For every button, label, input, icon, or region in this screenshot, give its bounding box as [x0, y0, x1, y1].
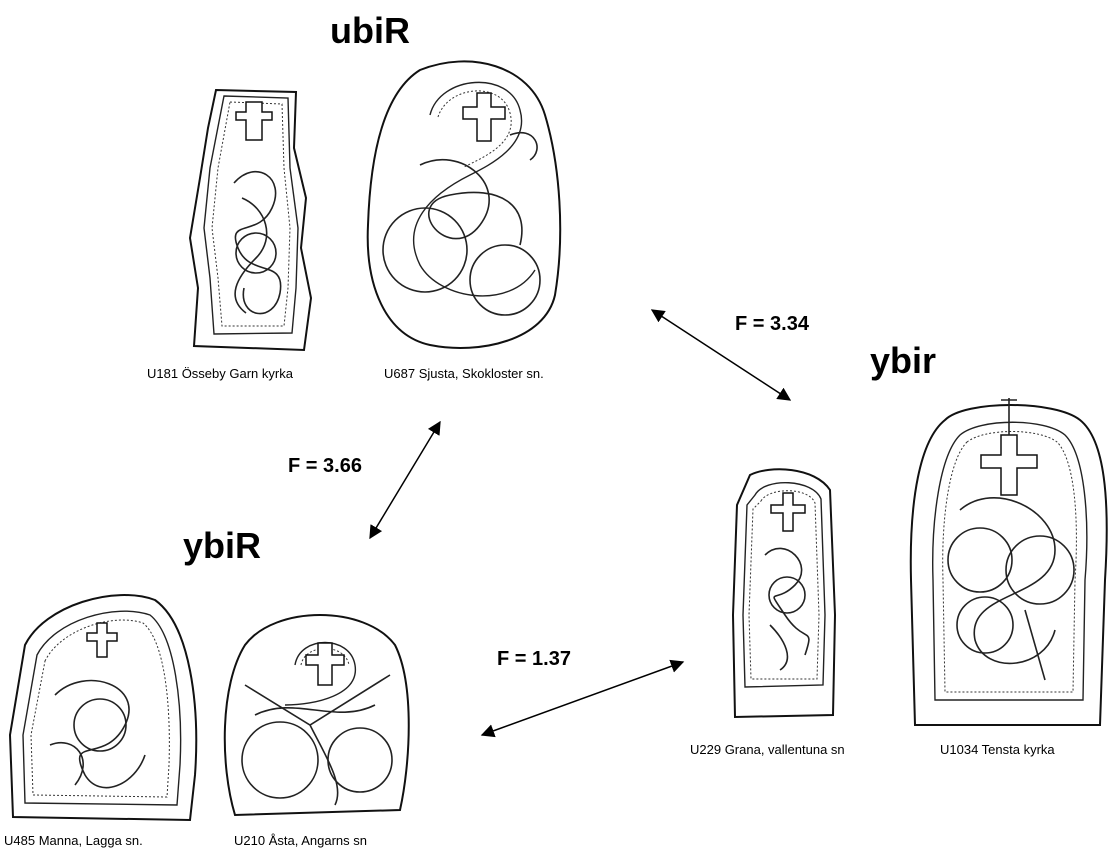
runestone-drawing-U181 — [186, 88, 321, 353]
caption-U229: U229 Grana, vallentuna sn — [690, 742, 845, 757]
runestone-drawing-U485 — [5, 585, 205, 825]
f-value-ybiR-ybir: F = 1.37 — [497, 648, 571, 671]
caption-U181: U181 Össeby Garn kyrka — [147, 366, 293, 381]
runestone-drawing-U229 — [725, 465, 845, 725]
caption-U1034: U1034 Tensta kyrka — [940, 742, 1055, 757]
caption-U485: U485 Manna, Lagga sn. — [4, 833, 143, 848]
arrow-ybiR-ybir — [482, 662, 683, 735]
runestone-drawing-U687 — [360, 55, 570, 355]
caption-U210: U210 Åsta, Angarns sn — [234, 833, 367, 848]
f-value-ubiR-ybiR: F = 3.66 — [288, 455, 362, 478]
caption-U687: U687 Sjusta, Skokloster sn. — [384, 366, 544, 381]
runestone-drawing-U1034 — [905, 380, 1114, 735]
arrow-ubiR-ybiR — [370, 422, 440, 538]
f-value-ubiR-ybir: F = 3.34 — [735, 313, 809, 336]
runestone-drawing-U210 — [215, 605, 415, 825]
